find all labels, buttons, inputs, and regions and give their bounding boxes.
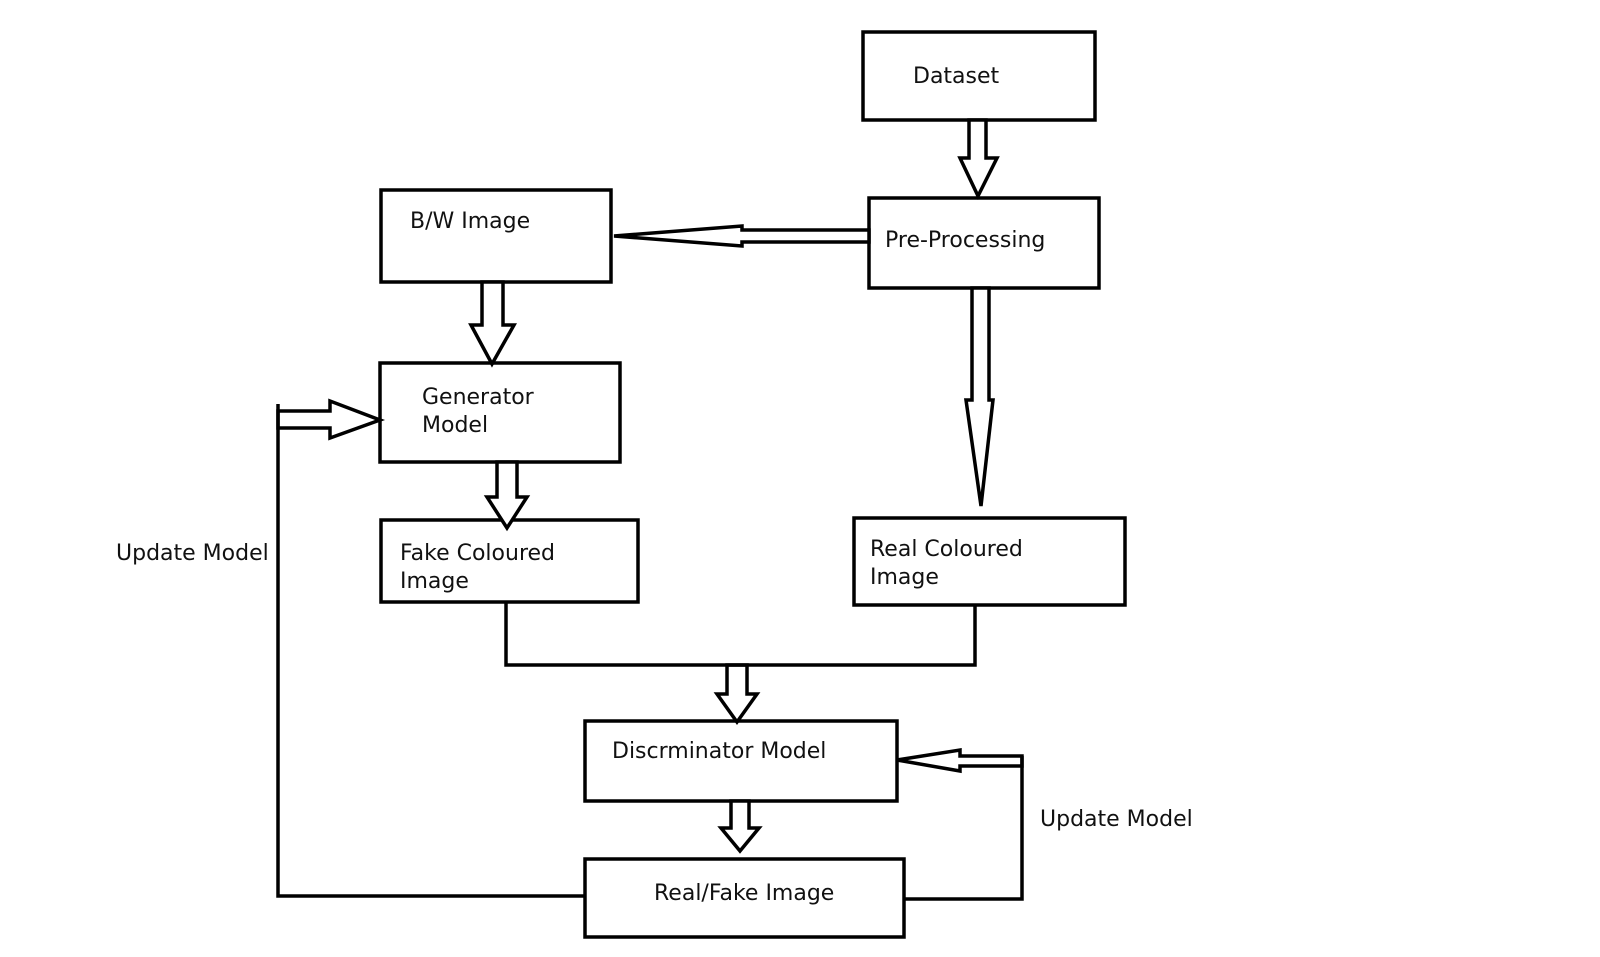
discriminator-model-node: Discrminator Model [583,719,899,803]
arrow-update-to-generator [276,398,386,441]
fake-coloured-label-line2: Image [400,569,469,594]
dataset-node: Dataset [861,30,1097,122]
connector-fake-to-merge [504,602,977,667]
arrow-bw-image-to-generator [468,280,517,368]
arrow-generator-to-fake-coloured [483,460,531,532]
real-fake-label: Real/Fake Image [654,881,834,906]
generator-model-node: Generator Model [378,361,622,464]
real-coloured-label-line2: Image [870,565,939,590]
connector-feedback-generator [276,404,585,898]
pre-processing-node: Pre-Processing [867,196,1101,290]
bw-image-label: B/W Image [410,209,530,234]
real-coloured-label-line1: Real Coloured [870,537,1023,562]
real-coloured-image-node: Real Coloured Image [852,516,1127,607]
arrow-preprocessing-to-bw-image [613,224,871,248]
arrow-merge-to-discriminator [713,663,761,726]
arrow-preprocessing-to-real-coloured [963,286,995,507]
update-model-label-discriminator: Update Model [1040,807,1193,832]
generator-label-line1: Generator [422,385,535,410]
real-fake-image-node: Real/Fake Image [583,857,906,939]
connector-feedback-discriminator [904,756,1024,901]
dataset-label: Dataset [913,64,1000,89]
discriminator-label: Discrminator Model [612,739,826,764]
fake-coloured-label-line1: Fake Coloured [400,541,555,566]
bw-image-node: B/W Image [379,188,613,284]
arrow-discriminator-to-real-fake [717,799,763,854]
pre-processing-label: Pre-Processing [885,228,1045,253]
arrow-update-to-discriminator [896,747,1024,774]
fake-coloured-image-node: Fake Coloured Image [379,518,640,604]
arrow-dataset-to-preprocessing [957,118,1000,200]
generator-label-line2: Model [422,413,488,438]
update-model-label-generator: Update Model [116,541,269,566]
